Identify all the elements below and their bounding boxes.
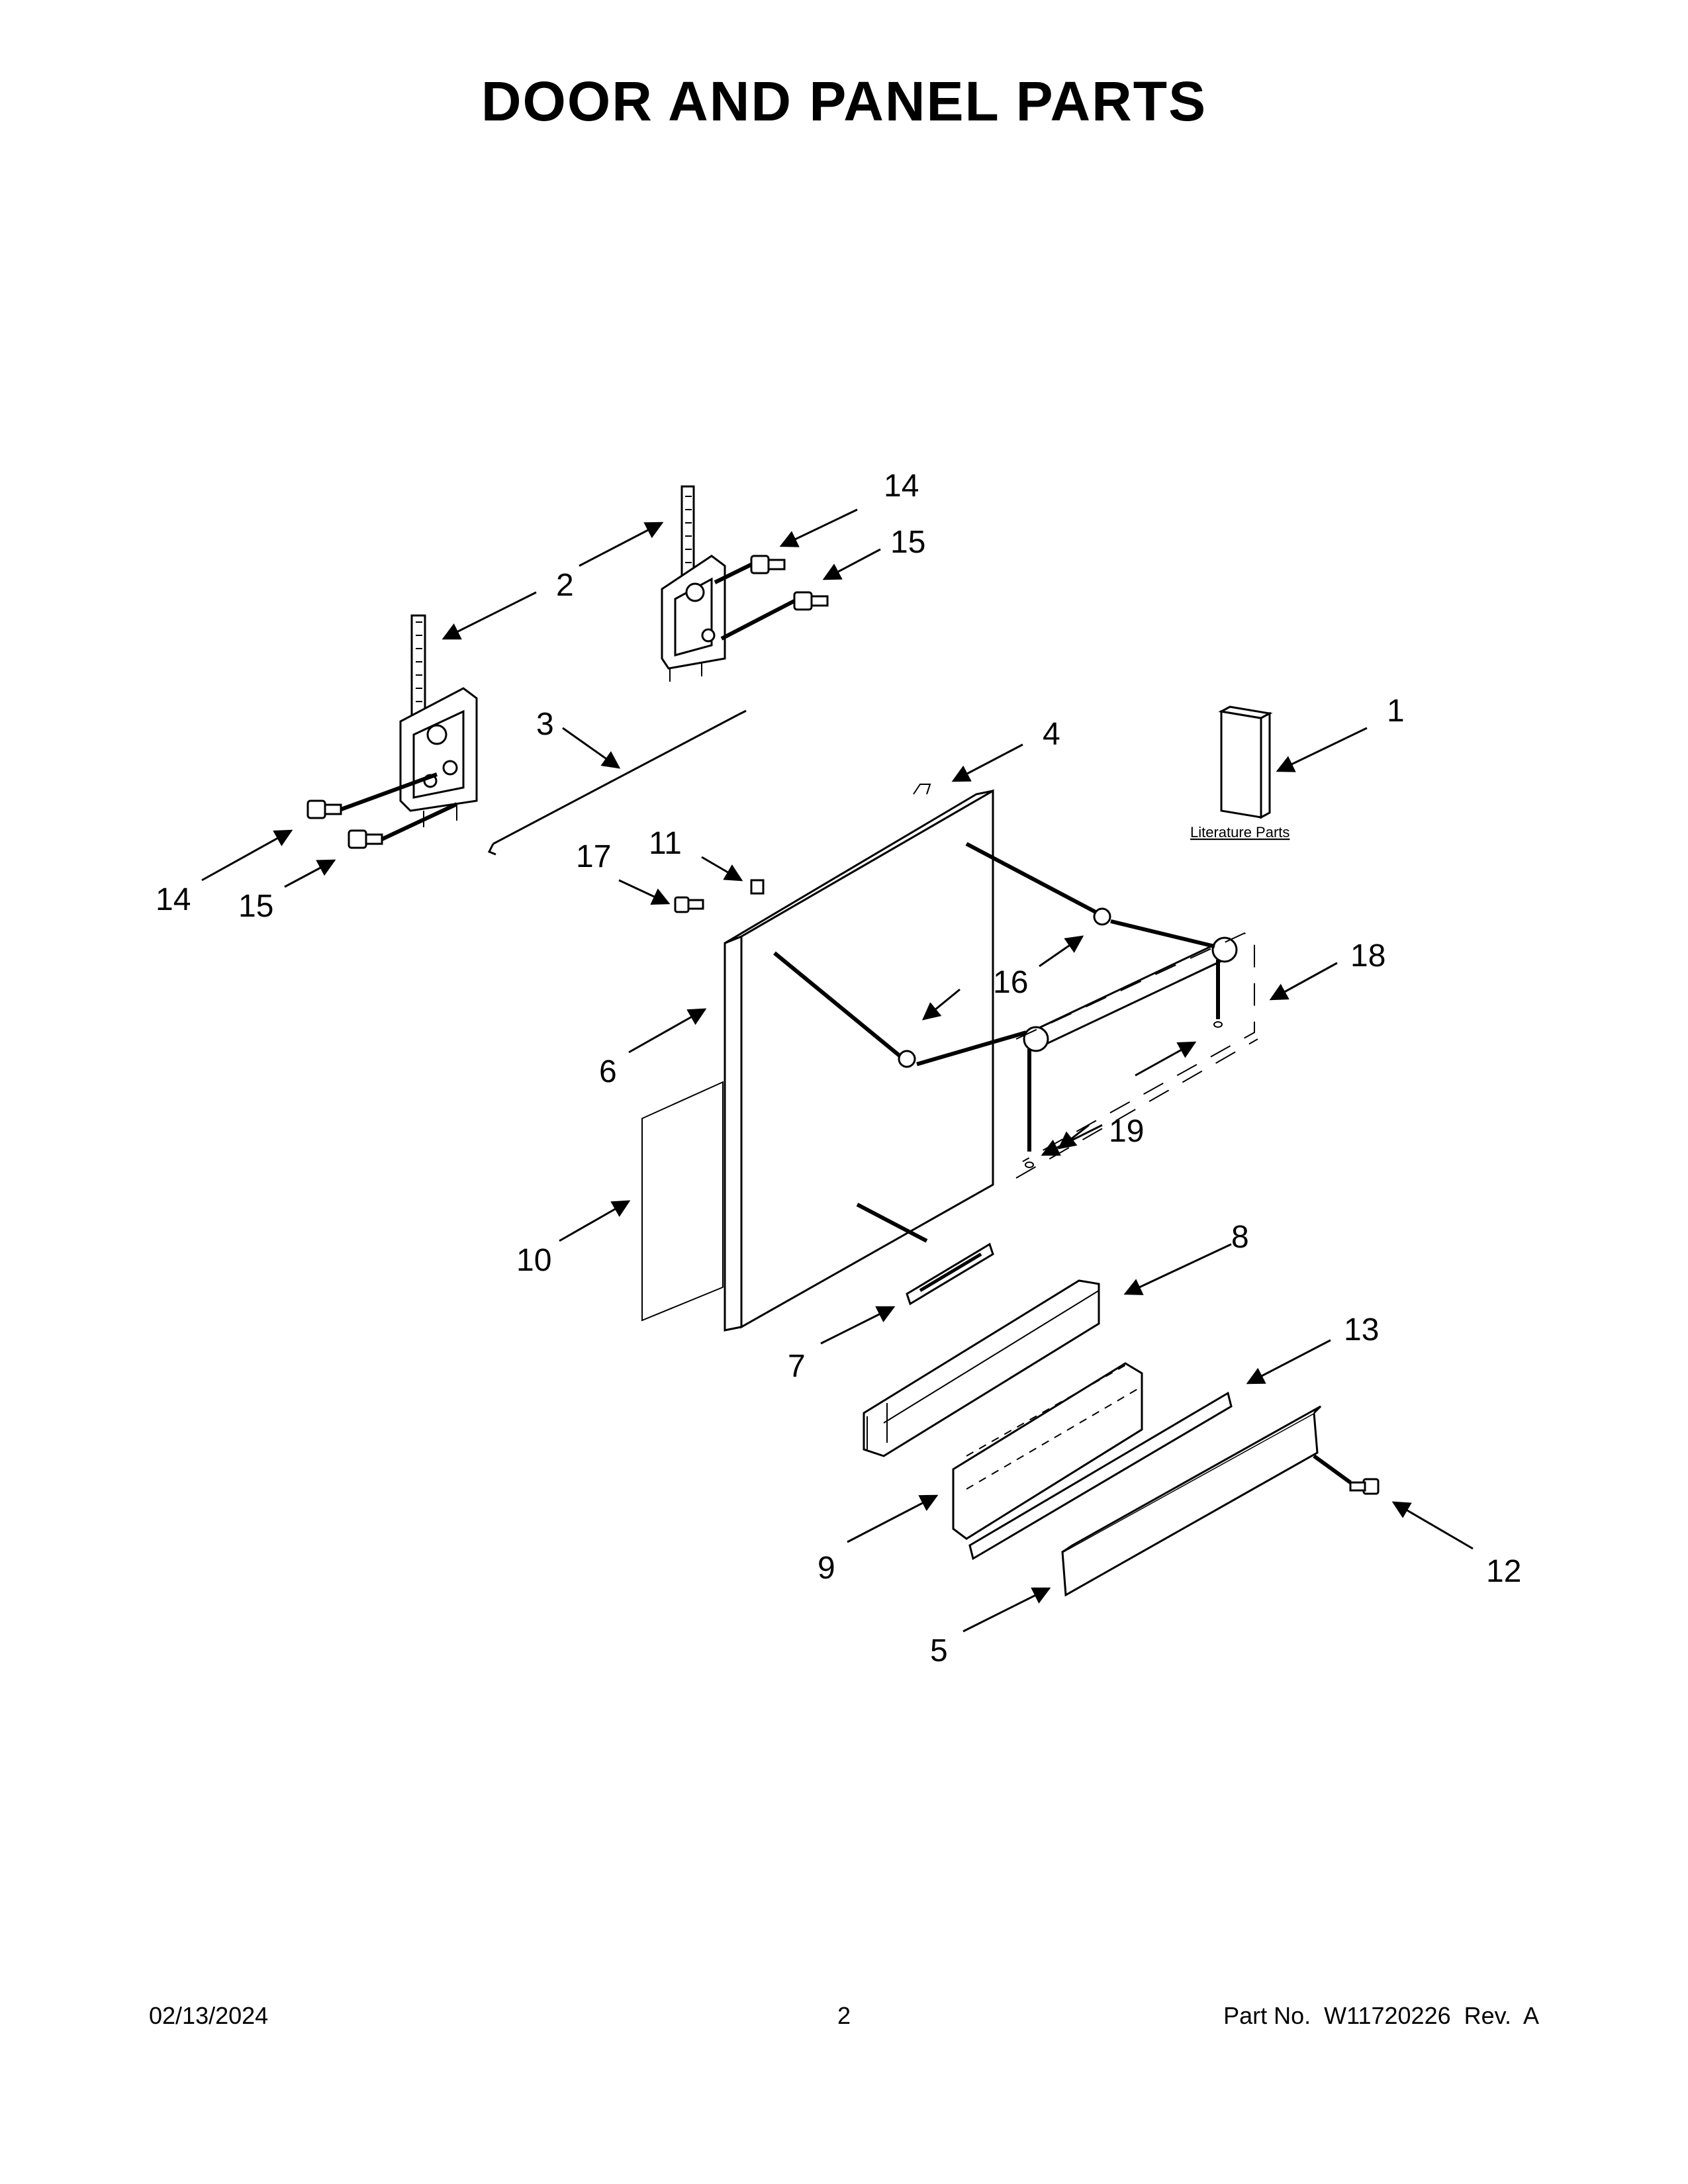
- brand-badge: [906, 1242, 994, 1306]
- footer-page-number: 2: [837, 2002, 851, 2029]
- footer-part-number: Part No. W11720226 Rev. A: [1223, 2002, 1539, 2029]
- callout-1: 1: [1387, 694, 1405, 729]
- hinge-left: [399, 614, 478, 827]
- callout-16: 16: [993, 965, 1028, 1000]
- callout-14-lower: 14: [156, 882, 191, 917]
- callout-5: 5: [930, 1633, 948, 1668]
- screw-guide-lines: [340, 563, 796, 841]
- literature-pack: [1218, 705, 1273, 819]
- callout-17: 17: [576, 839, 611, 874]
- callout-10: 10: [516, 1243, 551, 1278]
- handle-guide-lines: [773, 842, 1220, 1243]
- callout-18: 18: [1350, 938, 1385, 974]
- leader-arrows: [201, 508, 1474, 1633]
- literature-parts-label: Literature Parts: [1190, 824, 1289, 841]
- door-handle: [898, 907, 1238, 1068]
- callout-15-upper: 15: [890, 525, 925, 560]
- callout-19: 19: [1109, 1114, 1144, 1149]
- clip-and-screw: [674, 879, 765, 913]
- callout-3: 3: [536, 707, 554, 742]
- access-insulation: [952, 1362, 1143, 1540]
- toe-insulation: [863, 1279, 1100, 1457]
- door-rod: [487, 709, 747, 856]
- callout-6: 6: [599, 1054, 617, 1089]
- callout-2: 2: [556, 568, 574, 603]
- footer-date: 02/13/2024: [149, 2002, 269, 2029]
- callout-15-lower: 15: [238, 889, 273, 924]
- hinge-right: [661, 485, 726, 682]
- callout-11: 11: [649, 826, 682, 861]
- panel-liner: [641, 1081, 724, 1322]
- callout-numbers: 1 2 3 4 5 6 7 8 9 10 11 12 13 14 14 15 1…: [156, 469, 1521, 1668]
- callout-13: 13: [1344, 1312, 1379, 1347]
- callout-8: 8: [1231, 1220, 1249, 1255]
- callout-9: 9: [818, 1551, 835, 1586]
- callout-12: 12: [1486, 1554, 1521, 1589]
- handle-screws: [1025, 1021, 1223, 1168]
- toe-strip: [968, 1391, 1233, 1561]
- door-panel: [724, 784, 994, 1332]
- callout-4: 4: [1043, 717, 1060, 752]
- callout-7: 7: [788, 1349, 806, 1384]
- toe-screw: [1349, 1478, 1380, 1495]
- page-title: DOOR AND PANEL PARTS: [481, 70, 1207, 132]
- toe-panel: [1061, 1405, 1322, 1597]
- toe-screw-guide: [1313, 1454, 1352, 1484]
- callout-14-upper: 14: [884, 469, 919, 504]
- hinge-screws: [306, 555, 829, 849]
